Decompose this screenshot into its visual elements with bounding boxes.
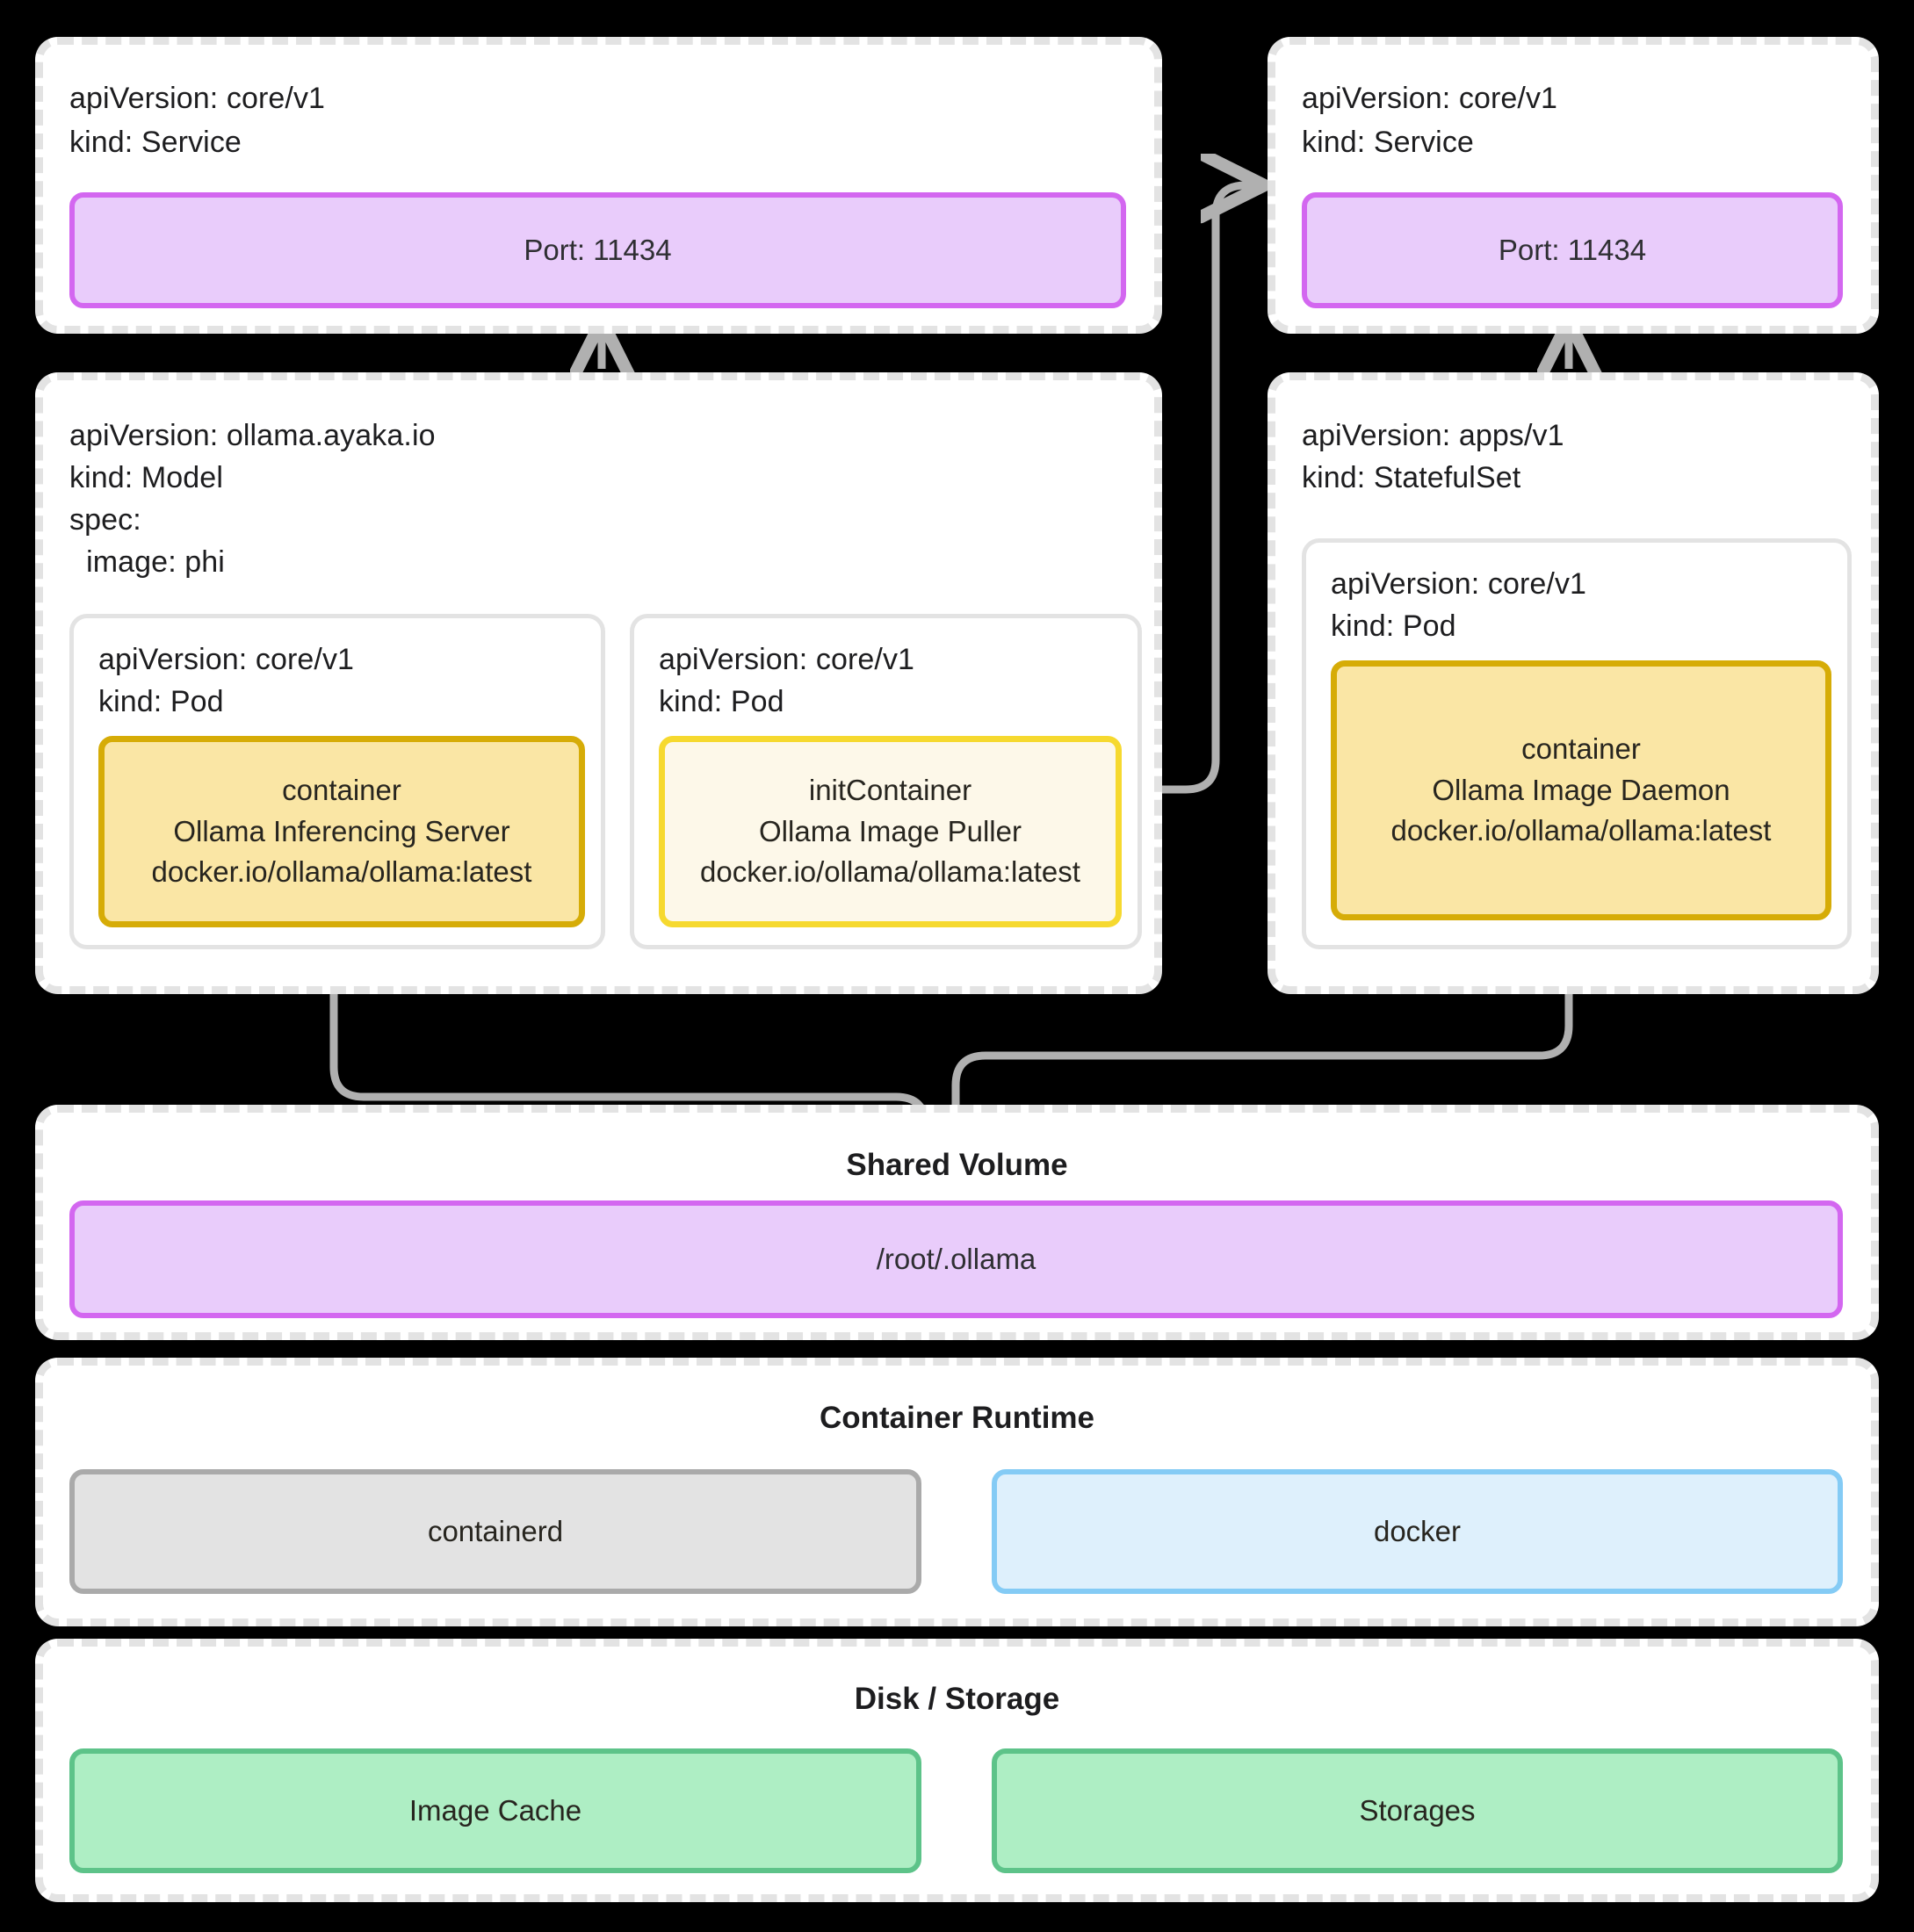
- model-kind: kind: Model: [69, 461, 223, 494]
- service-left-apiversion: apiVersion: core/v1: [69, 82, 326, 115]
- service-right-apiversion: apiVersion: core/v1: [1302, 82, 1558, 115]
- container-inferencing-image: docker.io/ollama/ollama:latest: [151, 855, 532, 889]
- initcontainer-type: initContainer: [808, 773, 972, 806]
- service-left-panel: apiVersion: core/v1 kind: Service Port: …: [35, 37, 1162, 334]
- initcontainer-image: docker.io/ollama/ollama:latest: [700, 855, 1080, 889]
- storage-item-storages[interactable]: Storages: [992, 1748, 1843, 1873]
- shared-volume-path: /root/.ollama: [876, 1242, 1036, 1275]
- storage-item-image-cache[interactable]: Image Cache: [69, 1748, 921, 1873]
- service-left-kind: kind: Service: [69, 126, 242, 159]
- container-daemon-name: Ollama Image Daemon: [1432, 773, 1730, 806]
- statefulset-panel: apiVersion: apps/v1 kind: StatefulSet ap…: [1268, 372, 1879, 994]
- storage-image-cache-label: Image Cache: [408, 1793, 582, 1827]
- runtime-item-docker[interactable]: docker: [992, 1469, 1843, 1594]
- initcontainer-ollama-image-puller[interactable]: initContainer Ollama Image Puller docker…: [659, 736, 1122, 927]
- disk-storage-panel: Disk / Storage Image Cache Storages: [35, 1639, 1879, 1902]
- runtime-item-containerd[interactable]: containerd: [69, 1469, 921, 1594]
- disk-storage-title: Disk / Storage: [854, 1682, 1060, 1716]
- pod-puller-kind: kind: Pod: [659, 685, 784, 718]
- model-apiversion: apiVersion: ollama.ayaka.io: [69, 419, 436, 452]
- container-inferencing-type: container: [282, 773, 401, 806]
- storage-storages-label: Storages: [1359, 1793, 1476, 1827]
- pod-image-daemon: apiVersion: core/v1 kind: Pod container …: [1302, 538, 1852, 949]
- initcontainer-name: Ollama Image Puller: [759, 814, 1022, 847]
- service-right-panel: apiVersion: core/v1 kind: Service Port: …: [1268, 37, 1879, 334]
- container-ollama-inferencing-server[interactable]: container Ollama Inferencing Server dock…: [98, 736, 585, 927]
- pod-daemon-apiversion: apiVersion: core/v1: [1331, 567, 1587, 601]
- container-daemon-image: docker.io/ollama/ollama:latest: [1390, 814, 1772, 847]
- pod-inferencing-kind: kind: Pod: [98, 685, 224, 718]
- pod-inferencing-apiversion: apiVersion: core/v1: [98, 643, 355, 676]
- service-right-port-box[interactable]: Port: 11434: [1302, 192, 1843, 308]
- pod-image-puller: apiVersion: core/v1 kind: Pod initContai…: [630, 614, 1142, 949]
- pod-daemon-kind: kind: Pod: [1331, 609, 1456, 643]
- container-runtime-panel: Container Runtime containerd docker: [35, 1358, 1879, 1626]
- container-ollama-image-daemon[interactable]: container Ollama Image Daemon docker.io/…: [1331, 660, 1831, 920]
- container-inferencing-name: Ollama Inferencing Server: [173, 814, 510, 847]
- service-right-port-label: Port: 11434: [1498, 233, 1647, 266]
- model-panel: apiVersion: ollama.ayaka.io kind: Model …: [35, 372, 1162, 994]
- container-runtime-title: Container Runtime: [819, 1401, 1095, 1435]
- pod-inferencing-server: apiVersion: core/v1 kind: Pod container …: [69, 614, 605, 949]
- pod-puller-apiversion: apiVersion: core/v1: [659, 643, 915, 676]
- shared-volume-path-box[interactable]: /root/.ollama: [69, 1200, 1843, 1318]
- container-daemon-type: container: [1521, 732, 1641, 765]
- shared-volume-panel: Shared Volume /root/.ollama: [35, 1105, 1879, 1340]
- statefulset-kind: kind: StatefulSet: [1302, 461, 1521, 494]
- runtime-docker-label: docker: [1373, 1514, 1462, 1547]
- service-right-kind: kind: Service: [1302, 126, 1474, 159]
- model-spec: spec:: [69, 503, 141, 537]
- runtime-containerd-label: containerd: [427, 1514, 564, 1547]
- service-left-port-label: Port: 11434: [524, 233, 672, 266]
- service-left-port-box[interactable]: Port: 11434: [69, 192, 1126, 308]
- statefulset-apiversion: apiVersion: apps/v1: [1302, 419, 1564, 452]
- model-spec-image: image: phi: [69, 545, 225, 579]
- shared-volume-title: Shared Volume: [846, 1148, 1068, 1182]
